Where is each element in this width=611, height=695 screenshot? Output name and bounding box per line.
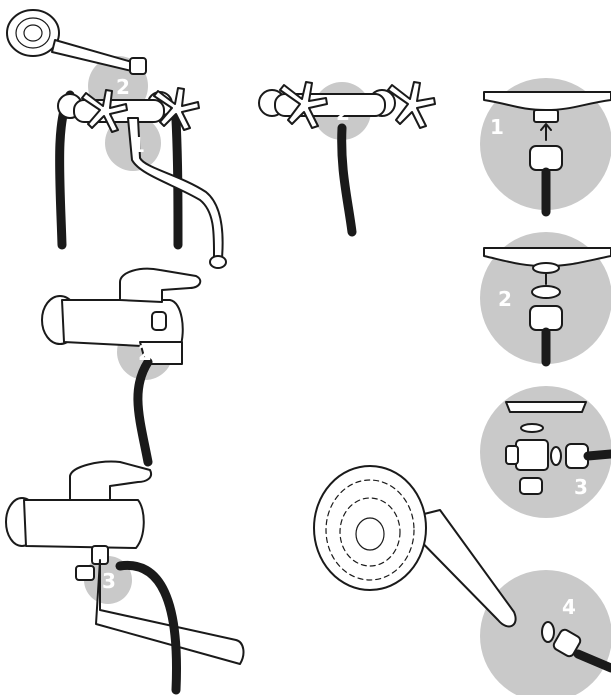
step-number: 1 <box>490 115 504 139</box>
shower-holder <box>130 58 146 74</box>
washer <box>532 286 560 298</box>
step-number: 1 <box>131 133 145 157</box>
bath-mixer-cross-handles: 2 1 <box>7 10 226 268</box>
washer <box>542 622 554 642</box>
step-number: 4 <box>562 595 576 619</box>
hand-shower-head <box>314 466 426 590</box>
bath-mixer-single-lever: 2 <box>42 269 200 462</box>
diverter <box>76 566 94 580</box>
step-number: 2 <box>138 341 152 365</box>
step-number: 2 <box>116 75 130 99</box>
diverter-tee <box>516 440 548 470</box>
diverter-knob <box>152 312 166 330</box>
detail-connect-hose: 1 <box>480 78 611 212</box>
mixer-long-spout: 3 <box>6 462 243 690</box>
shower-mixer-cross-handles: 2 <box>259 82 435 232</box>
hose-nut <box>530 146 562 170</box>
hand-shower-handle <box>52 40 136 72</box>
step-number: 3 <box>574 475 588 499</box>
hose-nut <box>530 306 562 330</box>
step-number: 2 <box>498 287 512 311</box>
mixer-body <box>24 500 144 548</box>
detail-diverter: 3 <box>480 386 611 518</box>
lever-handle <box>70 462 151 500</box>
lever-handle <box>120 269 200 302</box>
hand-shower-head <box>7 10 59 56</box>
detail-washer: 2 <box>480 232 611 364</box>
step-number: 2 <box>336 101 350 125</box>
step-number: 3 <box>102 569 116 593</box>
